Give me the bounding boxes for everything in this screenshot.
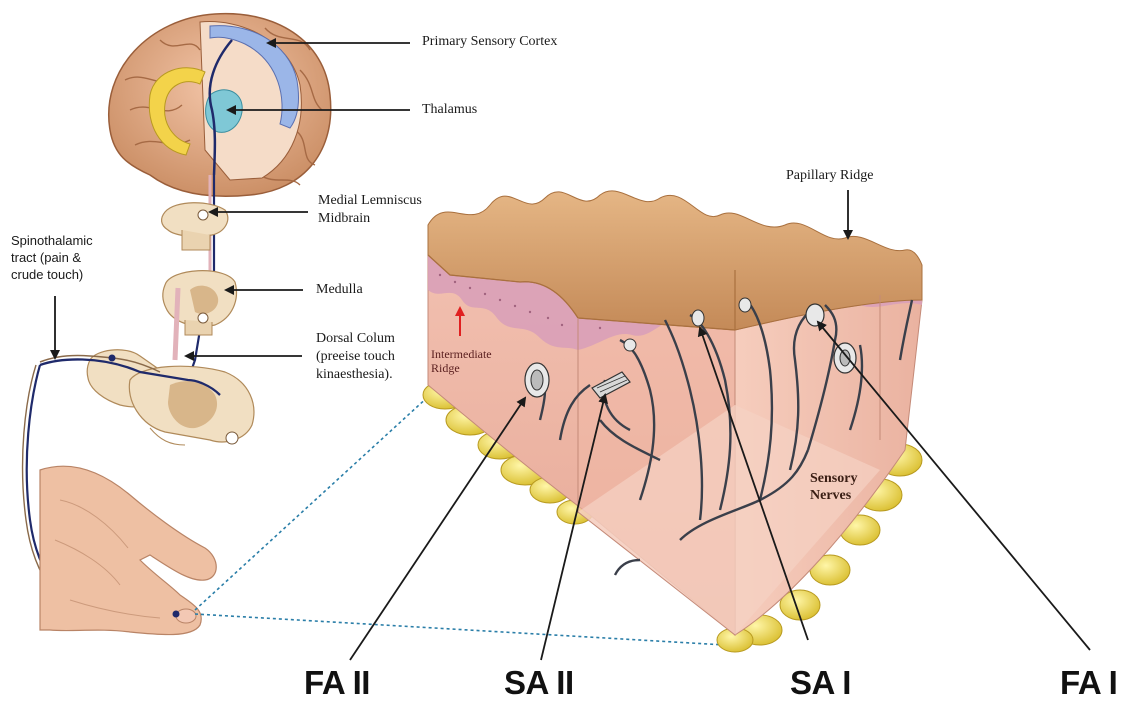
label-dorsal-column-line1: Dorsal Colum [316,330,395,348]
label-sa2: SA II [504,664,574,702]
hand-illustration [40,466,216,634]
label-spinothalamic-line2: tract (pain & [11,249,93,266]
label-spinothalamic-tract: Spinothalamic tract (pain & crude touch) [11,232,93,283]
label-fa2: FA II [304,664,370,702]
label-midbrain: Midbrain [318,210,422,228]
brain-illustration [109,14,331,197]
label-sa1: SA I [790,664,851,702]
label-papillary-ridge: Papillary Ridge [786,167,874,185]
label-primary-sensory-cortex: Primary Sensory Cortex [422,33,557,51]
label-fa1: FA I [1060,664,1117,702]
label-intermediate-ridge-line2: Ridge [431,361,492,375]
label-intermediate-ridge: Intermediate Ridge [431,347,492,375]
arrow-fa2 [350,398,525,660]
label-sensory-nerves: Sensory Nerves [810,470,857,504]
label-spinothalamic-line1: Spinothalamic [11,232,93,249]
label-medial-lemniscus: Medial Lemniscus Midbrain [318,192,422,228]
label-sensory-nerves-line1: Sensory [810,470,857,487]
skin-cross-section [423,191,922,652]
label-medial-lemniscus-line1: Medial Lemniscus [318,192,422,210]
label-spinothalamic-line3: crude touch) [11,266,93,283]
label-intermediate-ridge-line1: Intermediate [431,347,492,361]
label-dorsal-column: Dorsal Colum (preeise touch kinaesthesia… [316,330,395,384]
label-dorsal-column-line2: (preeise touch [316,348,395,366]
label-dorsal-column-line3: kinaesthesia). [316,366,395,384]
label-medulla: Medulla [316,281,363,299]
label-sensory-nerves-line2: Nerves [810,487,857,504]
label-thalamus: Thalamus [422,101,477,119]
